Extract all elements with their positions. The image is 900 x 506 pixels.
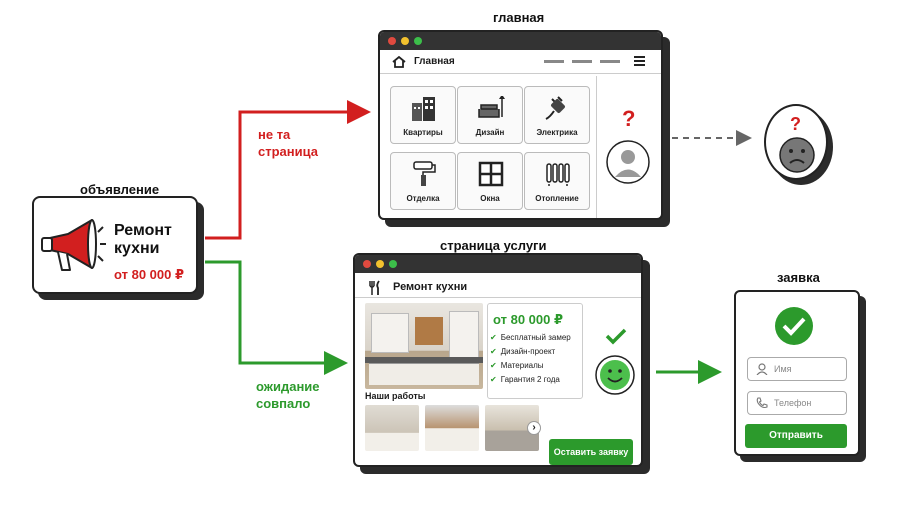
feature-item: ✔Материалы xyxy=(490,361,544,370)
plug-icon xyxy=(545,96,565,120)
feature-item: ✔Гарантия 2 года xyxy=(490,375,560,384)
question-mark: ? xyxy=(622,106,636,131)
service-window: Ремонт кухни от 80 000 ₽ Наши работы › О… xyxy=(353,253,643,467)
home-page-title: Главная xyxy=(414,56,455,67)
submit-button[interactable]: Отправить xyxy=(745,424,847,448)
user-icon xyxy=(756,363,768,375)
sad-face-icon xyxy=(779,137,815,173)
tile-label: Квартиры xyxy=(403,128,443,137)
tile-label: Отделка xyxy=(406,194,440,203)
ad-card: Ремонт кухни от 80 000 ₽ xyxy=(32,196,198,294)
home-icon[interactable] xyxy=(392,56,406,68)
service-label: страница услуги xyxy=(440,238,547,253)
service-price: от 80 000 ₽ xyxy=(493,312,564,327)
home-label: главная xyxy=(493,10,545,25)
green-arrow xyxy=(205,260,348,375)
tile-design[interactable]: Дизайн xyxy=(457,86,523,144)
fork-knife-icon xyxy=(369,280,380,295)
happy-user-icon xyxy=(595,355,635,395)
service-title: Ремонт кухни xyxy=(393,281,468,293)
question-mark: ? xyxy=(790,114,801,134)
menu-icon[interactable] xyxy=(634,56,645,66)
name-placeholder: Имя xyxy=(774,364,792,374)
home-navbar: Главная xyxy=(380,50,661,74)
tile-electrics[interactable]: Электрика xyxy=(524,86,590,144)
feature-item: ✔Бесплатный замер xyxy=(490,333,571,342)
phone-placeholder: Телефон xyxy=(774,398,812,408)
feature-item: ✔Дизайн-проект xyxy=(490,347,556,356)
tile-windows[interactable]: Окна xyxy=(457,152,523,210)
tile-heating[interactable]: Отопление xyxy=(524,152,590,210)
success-check-icon xyxy=(775,307,813,345)
home-window: Главная Квартиры Дизайн Электрика Отделк… xyxy=(378,30,663,220)
leave-request-button[interactable]: Оставить заявку xyxy=(549,439,633,465)
red-arrow xyxy=(205,100,371,240)
ad-price: от 80 000 ₽ xyxy=(114,267,185,282)
titlebar xyxy=(380,32,661,50)
name-field[interactable]: Имя xyxy=(747,357,847,381)
match-label: ожидание совпало xyxy=(256,379,320,411)
work-thumbnail[interactable] xyxy=(425,405,479,451)
works-heading: Наши работы xyxy=(365,391,426,401)
buildings-icon xyxy=(412,97,435,121)
kitchen-photo xyxy=(365,303,483,389)
tile-apartments[interactable]: Квартиры xyxy=(390,86,456,144)
confused-user: ? xyxy=(764,104,828,180)
sofa-icon xyxy=(478,96,505,118)
phone-icon xyxy=(756,397,768,409)
phone-field[interactable]: Телефон xyxy=(747,391,847,415)
carousel-next-button[interactable]: › xyxy=(527,421,541,435)
home-sidebar xyxy=(596,76,597,218)
ad-label: объявление xyxy=(80,182,160,197)
nav-link[interactable] xyxy=(572,60,592,63)
tile-label: Электрика xyxy=(536,128,578,137)
radiator-icon xyxy=(546,163,570,186)
price-box xyxy=(487,303,583,399)
tile-label: Отопление xyxy=(535,194,579,203)
tile-label: Окна xyxy=(480,194,500,203)
nav-link[interactable] xyxy=(600,60,620,63)
tile-label: Дизайн xyxy=(475,128,505,137)
service-header-divider xyxy=(355,297,641,298)
wrong-page-label: не та страница xyxy=(258,127,318,159)
megaphone-icon xyxy=(41,219,106,271)
window-icon xyxy=(478,161,504,187)
form-label: заявка xyxy=(777,270,820,285)
work-thumbnail[interactable] xyxy=(365,405,419,451)
user-avatar-icon xyxy=(606,140,650,184)
titlebar xyxy=(355,255,641,273)
ad-title: Ремонт кухни xyxy=(114,222,172,257)
check-icon xyxy=(605,328,627,345)
nav-link[interactable] xyxy=(544,60,564,63)
paint-roller-icon xyxy=(413,161,436,186)
tile-finishing[interactable]: Отделка xyxy=(390,152,456,210)
